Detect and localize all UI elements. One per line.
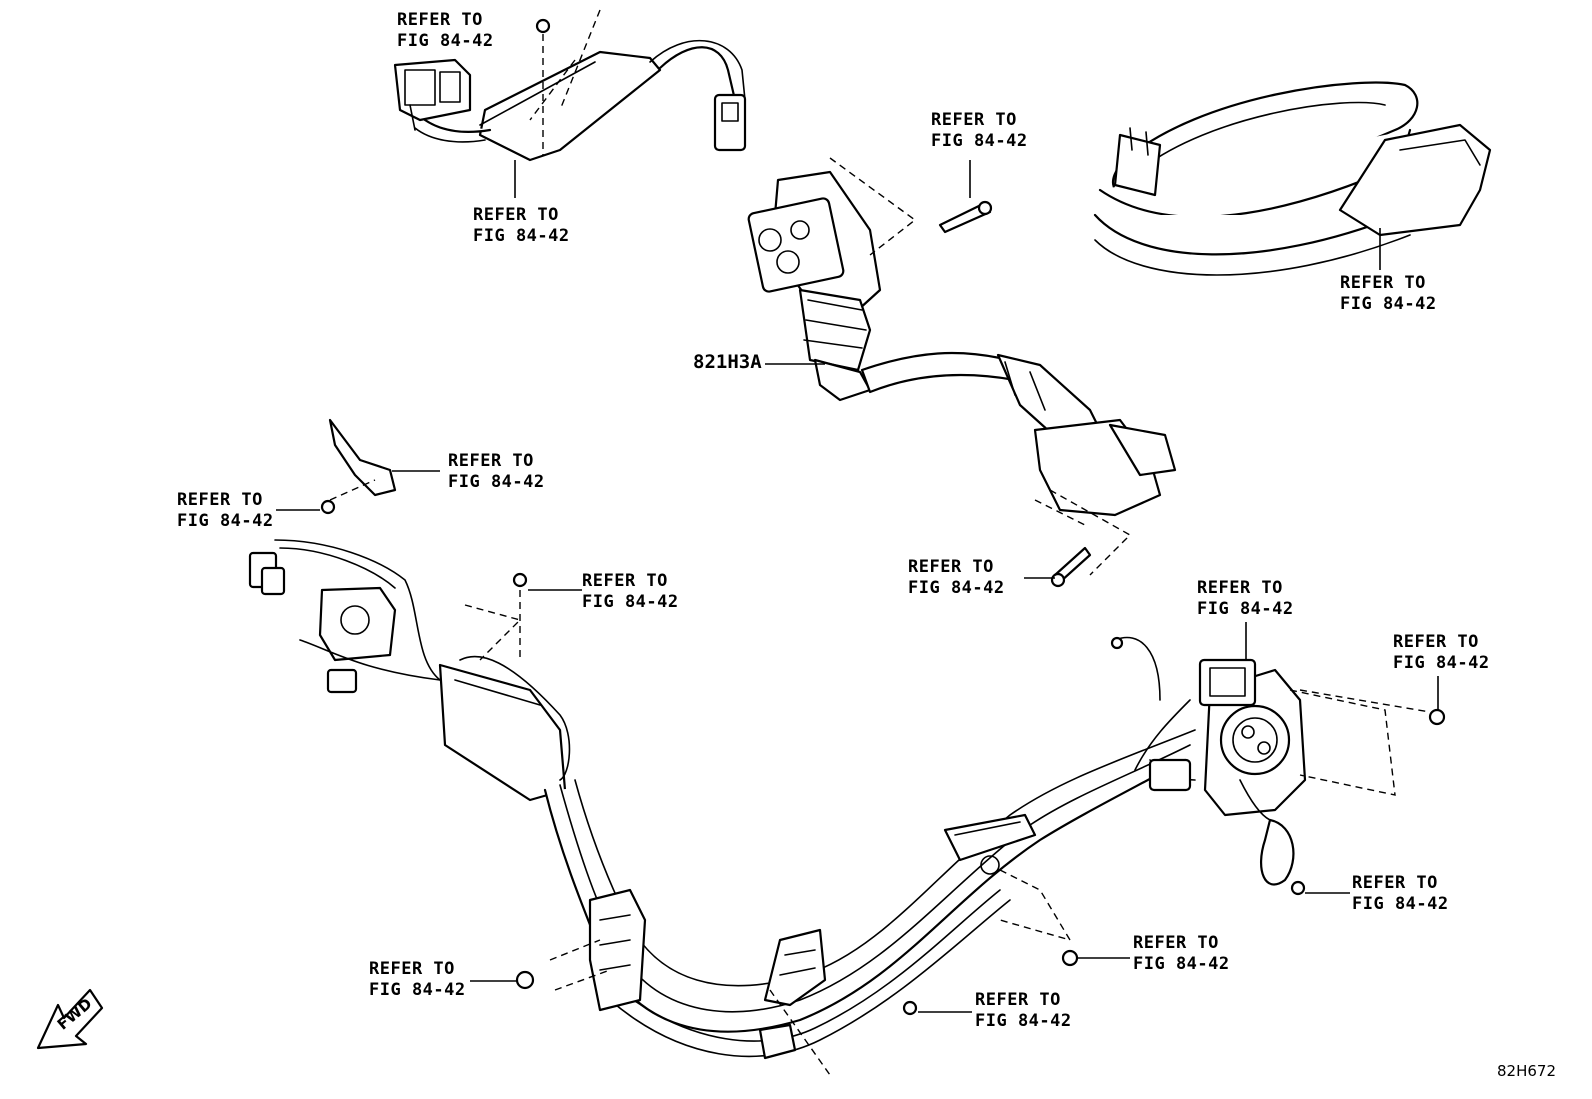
callout-line1: REFER TO xyxy=(1340,273,1426,293)
callout-line2: FIG 84-42 xyxy=(931,131,1028,151)
callout-module-bolt: REFER TO FIG 84-42 xyxy=(582,571,679,613)
central-connector-assembly xyxy=(747,157,1177,588)
fwd-arrow-icon xyxy=(36,988,104,1050)
callout-line2: FIG 84-42 xyxy=(369,980,466,1000)
callout-line1: REFER TO xyxy=(908,557,994,577)
callout-line2: FIG 84-42 xyxy=(397,31,494,51)
callout-line2: FIG 84-42 xyxy=(473,226,570,246)
upper-right-cable-coil xyxy=(1093,81,1492,276)
callout-center-bolt: REFER TO FIG 84-42 xyxy=(931,110,1028,152)
callout-line2: FIG 84-42 xyxy=(582,592,679,612)
callout-charge-port-right: REFER TO FIG 84-42 xyxy=(1393,632,1490,674)
callout-line2: FIG 84-42 xyxy=(1340,294,1437,314)
main-lower-harness xyxy=(248,539,1446,1076)
callout-upper-module: REFER TO FIG 84-42 xyxy=(473,205,570,247)
callout-cable-coil: REFER TO FIG 84-42 xyxy=(1340,273,1437,315)
callout-line1: REFER TO xyxy=(931,110,1017,130)
callout-line1: REFER TO xyxy=(1197,578,1283,598)
callout-line2: FIG 84-42 xyxy=(1393,653,1490,673)
callout-line1: REFER TO xyxy=(1133,933,1219,953)
part-number-label: 821H3A xyxy=(693,351,762,373)
callout-line2: FIG 84-42 xyxy=(448,472,545,492)
figure-id: 82H672 xyxy=(1497,1062,1556,1080)
callout-top-left: REFER TO FIG 84-42 xyxy=(397,10,494,52)
callout-left-bracket: REFER TO FIG 84-42 xyxy=(448,451,545,493)
callout-line2: FIG 84-42 xyxy=(975,1011,1072,1031)
callout-bottom-clip: REFER TO FIG 84-42 xyxy=(975,990,1072,1032)
callout-line1: REFER TO xyxy=(397,10,483,30)
callout-line2: FIG 84-42 xyxy=(1133,954,1230,974)
callout-left-bolt: REFER TO FIG 84-42 xyxy=(177,490,274,532)
callout-line1: REFER TO xyxy=(473,205,559,225)
callout-line1: REFER TO xyxy=(448,451,534,471)
leader-lines xyxy=(276,160,1439,1013)
upper-left-module xyxy=(393,9,747,162)
callout-line2: FIG 84-42 xyxy=(1197,599,1294,619)
callout-line2: FIG 84-42 xyxy=(177,511,274,531)
callout-line1: REFER TO xyxy=(975,990,1061,1010)
callout-line2: FIG 84-42 xyxy=(1352,894,1449,914)
callout-bottom-left-nut: REFER TO FIG 84-42 xyxy=(369,959,466,1001)
callout-charge-port-lower: REFER TO FIG 84-42 xyxy=(1352,873,1449,915)
left-bracket xyxy=(320,418,397,515)
callout-line2: FIG 84-42 xyxy=(908,578,1005,598)
callout-line1: REFER TO xyxy=(177,490,263,510)
callout-line1: REFER TO xyxy=(582,571,668,591)
callout-charge-port-top: REFER TO FIG 84-42 xyxy=(1197,578,1294,620)
callout-connector-bolt: REFER TO FIG 84-42 xyxy=(908,557,1005,599)
callout-harness-clip: REFER TO FIG 84-42 xyxy=(1133,933,1230,975)
callout-line1: REFER TO xyxy=(1352,873,1438,893)
callout-line1: REFER TO xyxy=(1393,632,1479,652)
callout-line1: REFER TO xyxy=(369,959,455,979)
